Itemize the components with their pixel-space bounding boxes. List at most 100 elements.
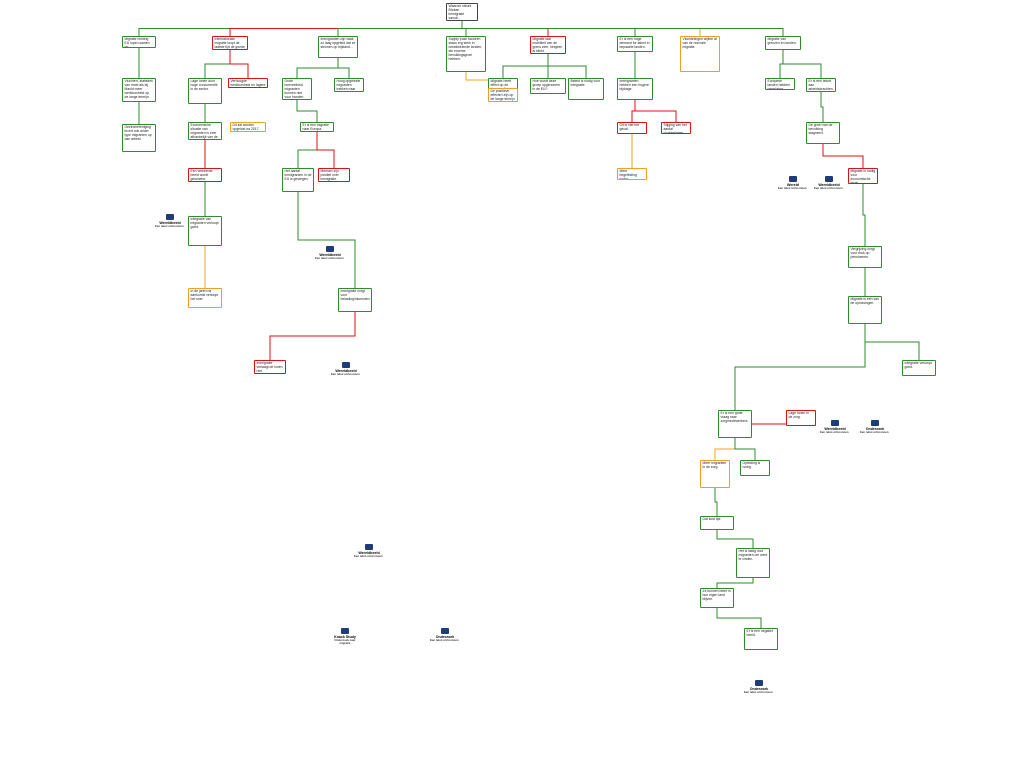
argument-node[interactable]: Vluchten, statistiek van moet als bij Ma…: [122, 78, 156, 102]
argument-node[interactable]: Migratie van grenzen en landen.: [765, 36, 801, 50]
document-icon: [789, 176, 797, 182]
document-icon: [326, 246, 334, 252]
source-label: Wereldbeeld: [818, 183, 840, 187]
argument-node[interactable]: Er is een grote vraag naar zorgmedewerke…: [718, 410, 752, 438]
argument-node[interactable]: Grote hoeveelheid migranten kunnen niet …: [282, 78, 312, 100]
argument-node[interactable]: Hoog opgeleide migranten trekken naar Eu…: [334, 78, 364, 92]
argument-node[interactable]: Gezinshereniging levert ook ander type m…: [122, 124, 156, 152]
argument-node[interactable]: Supply push factoren staan erg sterk in …: [446, 36, 486, 72]
argument-node[interactable]: Beleid is nodig voor integratie.: [568, 78, 604, 100]
link-line: [547, 54, 587, 78]
argument-node[interactable]: Internationale migratie loopt de laatste…: [212, 36, 248, 50]
argument-node[interactable]: Migratie is nodig voor economische groei…: [848, 168, 878, 184]
argument-node[interactable]: Er is een hoge demand for talent in bepa…: [617, 36, 653, 52]
argument-node[interactable]: Er is een negatief beeld.: [744, 628, 778, 650]
source-label: Onderzoek: [435, 635, 455, 639]
argument-node[interactable]: Immigranten zijn vaak zo laag opgeleid d…: [318, 36, 358, 58]
source-note: Een tekst uit bronnen: [778, 186, 807, 190]
source-note: Een tekst uit bronnen: [331, 372, 360, 376]
source-note: Onderzoek naar migratie: [334, 638, 356, 646]
argument-node[interactable]: Het is lastig voor migranten om werk te …: [736, 548, 770, 578]
argument-node[interactable]: Economische situatie van migranten is ze…: [188, 122, 222, 140]
argument-node[interactable]: Europese landen hebben vergrijzing.: [765, 78, 795, 90]
source-label: Wereldbeeld: [358, 551, 380, 555]
document-icon: [755, 680, 763, 686]
source-note: Een tekst uit bronnen: [820, 430, 849, 434]
document-icon: [365, 544, 373, 550]
argument-node[interactable]: Integratie van migranten verloopt goed.: [188, 216, 222, 246]
document-icon: [871, 420, 879, 426]
link-line: [734, 438, 756, 460]
argument-node[interactable]: De groei van de bevolking stagneert.: [806, 122, 840, 144]
argument-node[interactable]: Mensen zijn positief over immigratie.: [318, 168, 350, 182]
argument-node[interactable]: Integratie verloopt goed.: [902, 360, 936, 376]
source-note: Een tekst uit bronnen: [354, 554, 383, 558]
argument-node[interactable]: Verhoogde werkloosheid en lagere lonen.: [228, 78, 268, 88]
root-claim[interactable]: Waarom steunt Bhutan immigratie vanuit..…: [446, 3, 478, 21]
link-line: [297, 132, 318, 168]
argument-node[interactable]: Lage lonen in de zorg.: [786, 410, 816, 426]
argument-node[interactable]: De positieve effecten zijn op de lange t…: [488, 88, 518, 102]
link-line: [716, 578, 754, 588]
argument-node[interactable]: Immigranten hebben een hogere bijdrage.: [617, 78, 653, 100]
source-note: Een tekst uit bronnen: [155, 224, 184, 228]
argument-node[interactable]: Er is een tekort aan arbeidskrachten.: [806, 78, 836, 92]
link-line: [714, 488, 718, 516]
link-line: [822, 144, 864, 168]
argument-node[interactable]: Meer migranten in de zorg.: [700, 460, 730, 488]
link-line: [714, 438, 736, 460]
document-icon: [441, 628, 449, 634]
argument-node[interactable]: Opleiding is nodig.: [740, 460, 770, 476]
argument-node[interactable]: Ze kunnen beter in hun eigen land blijve…: [700, 588, 734, 608]
source-label: Knack Study: [334, 635, 356, 639]
argument-node[interactable]: Stijging van het aantal vluchtelingen.: [661, 122, 691, 134]
argument-node[interactable]: Meer begeleiding nodig.: [617, 168, 647, 180]
argument-node[interactable]: Hoe wordt deze groep opgenomen in de EU?: [530, 78, 566, 94]
argument-node[interactable]: Er is een migratie naar Europa.: [300, 122, 334, 132]
source-label: Wereld: [787, 183, 799, 187]
document-icon: [831, 420, 839, 426]
argument-node[interactable]: Dit zal worden opgelost na 2017.: [230, 122, 266, 132]
link-line: [782, 50, 822, 78]
argument-node[interactable]: Dit is niet het geval.: [617, 122, 647, 134]
argument-node[interactable]: Vluchtelingen wijken af van de normale m…: [680, 36, 720, 72]
link-line: [820, 92, 824, 122]
source-label: Wereldbeeld: [319, 253, 341, 257]
link-line: [269, 312, 356, 360]
argument-node[interactable]: Lage lonen door hoge concurrentie in de …: [188, 78, 222, 104]
link-line: [716, 608, 762, 628]
source-label: Wereldbeeld: [335, 369, 357, 373]
argument-node[interactable]: In de jaren na aankomst verloopt het sne…: [188, 288, 222, 308]
argument-node[interactable]: Immigratie verlaagt de lonen niet.: [254, 360, 286, 374]
link-line: [634, 100, 677, 122]
argument-node[interactable]: Het aantal immigranten in de EU is geste…: [282, 168, 314, 192]
link-line: [297, 192, 356, 288]
argument-node[interactable]: Migratie is een van de oplossingen.: [848, 296, 882, 324]
argument-node[interactable]: Migratie laat mobiliteit van de grens zi…: [530, 36, 566, 54]
link-line: [296, 100, 318, 122]
argument-node[interactable]: Migratie richting EU lopen samen op.: [122, 36, 156, 48]
argument-node[interactable]: Immigratie zorgt voor belastinginkomsten…: [338, 288, 372, 312]
source-note: Een tekst uit bronnen: [315, 256, 344, 260]
argument-node[interactable]: Vergrijzing zorgt voor druk op pensioene…: [848, 246, 882, 268]
link-line: [337, 21, 463, 36]
link-line: [864, 324, 920, 360]
document-icon: [342, 362, 350, 368]
argument-node[interactable]: Een verkeerde beeld wordt geschetst.: [188, 168, 222, 182]
source-note: Een tekst uit bronnen: [814, 186, 843, 190]
argument-node[interactable]: Dat kost tijd.: [700, 516, 734, 530]
source-label: Wereldbeeld: [159, 221, 181, 225]
